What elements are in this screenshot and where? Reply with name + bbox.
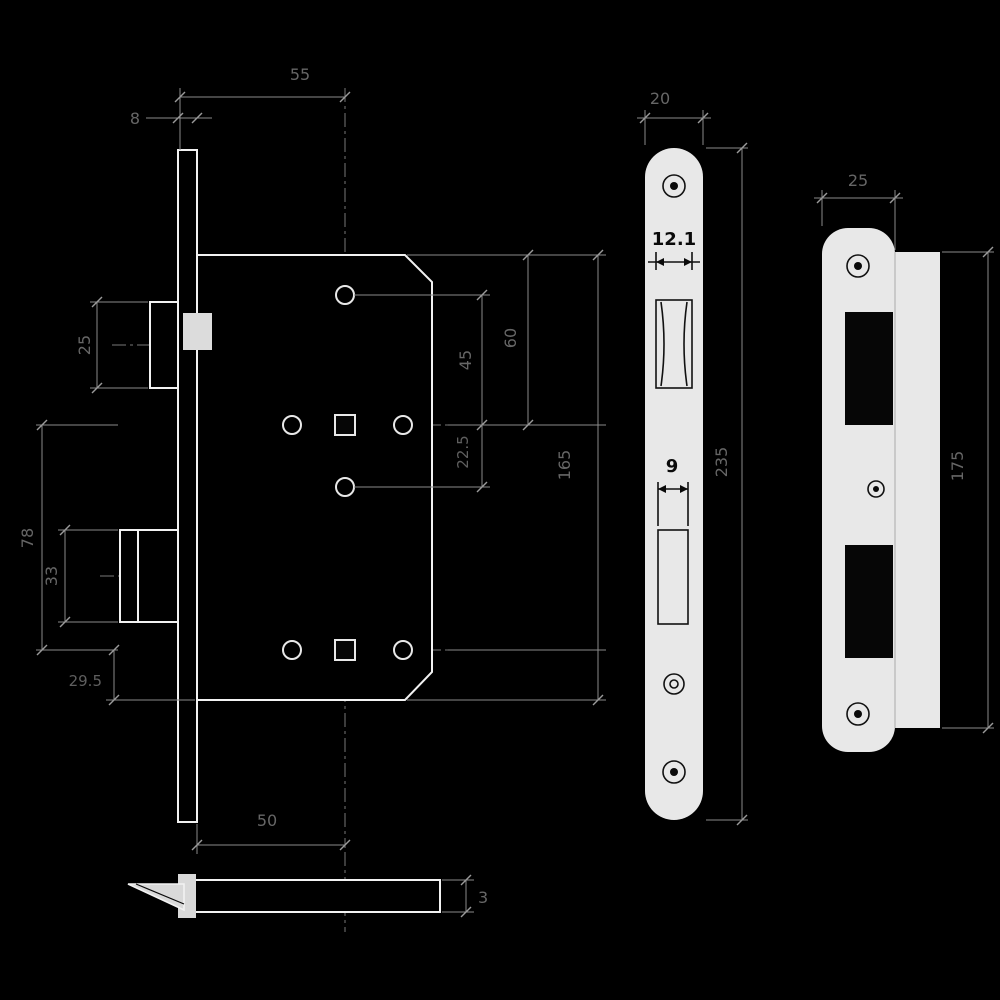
faceplate-screw-top: [662, 174, 686, 198]
latch-bolt: [149, 301, 179, 389]
faceplate-square-cutout: [657, 529, 689, 625]
spindle-square-lower: [334, 639, 356, 661]
dim-faceplate-width: 20: [650, 89, 670, 108]
strike-latch-cutout: [845, 312, 893, 425]
faceplate-latch-cutout: [655, 299, 693, 389]
strike-plate-view: 25 175: [814, 171, 994, 752]
faceplate-screw-bottom: [662, 760, 686, 784]
faceplate-length-dim: 235: [706, 142, 748, 826]
dim-deadbolt-height: 33: [42, 566, 61, 586]
dim-strike-width: 25: [848, 171, 868, 190]
bottom-view: 3: [127, 852, 488, 932]
screw-holes: [282, 285, 413, 660]
dim-faceplate-depth: 8: [130, 109, 140, 128]
strike-screw-bottom: [846, 702, 870, 726]
bottom-latch-bevel: [127, 883, 185, 912]
strike-deadbolt-cutout: [845, 545, 893, 658]
latch-follower-block: [183, 313, 212, 350]
dim-top-to-spindle: 60: [501, 328, 520, 348]
bottom-thickness-dim: 3: [442, 874, 488, 918]
dim-bolt-offset: 29.5: [69, 672, 102, 690]
dim-square-width: 9: [666, 456, 679, 477]
dim-spindle-distance: 78: [18, 528, 37, 548]
spindle-square-upper: [334, 414, 356, 436]
side-view-dimensions: 55 8 25 78 33: [18, 65, 606, 854]
dim-case-height: 165: [555, 450, 574, 481]
dim-backset-bottom: 50: [257, 811, 277, 830]
dim-spindle-to-hole: 22.5: [454, 435, 472, 468]
lock-case-body: [196, 254, 433, 701]
dim-hole-to-spindle: 45: [456, 350, 475, 370]
dim-strike-length: 175: [948, 451, 967, 482]
dim-plate-thickness: 3: [478, 888, 488, 907]
strike-width-dim: 25: [814, 171, 903, 250]
dim-backset-top: 55: [290, 65, 310, 84]
strike-length-dim: 175: [942, 246, 994, 734]
dim-latch-width: 12.1: [652, 229, 696, 250]
strike-center-hole: [867, 480, 885, 498]
strike-screw-top: [846, 254, 870, 278]
faceplate-width-dim: 20: [637, 89, 711, 145]
side-view-lock-case: 55 8 25 78 33: [18, 65, 606, 854]
deadbolt: [119, 529, 179, 623]
strike-plate-lip: [895, 252, 940, 728]
bottom-case-bar: [191, 879, 441, 913]
faceplate-front-view: 12.1 9 20: [637, 89, 748, 826]
faceplate-plate: [645, 148, 703, 820]
dim-faceplate-length: 235: [712, 447, 731, 478]
faceplate-side-profile: [177, 149, 198, 823]
dim-latch-height: 25: [75, 335, 94, 355]
faceplate-release-hole: [663, 673, 685, 695]
